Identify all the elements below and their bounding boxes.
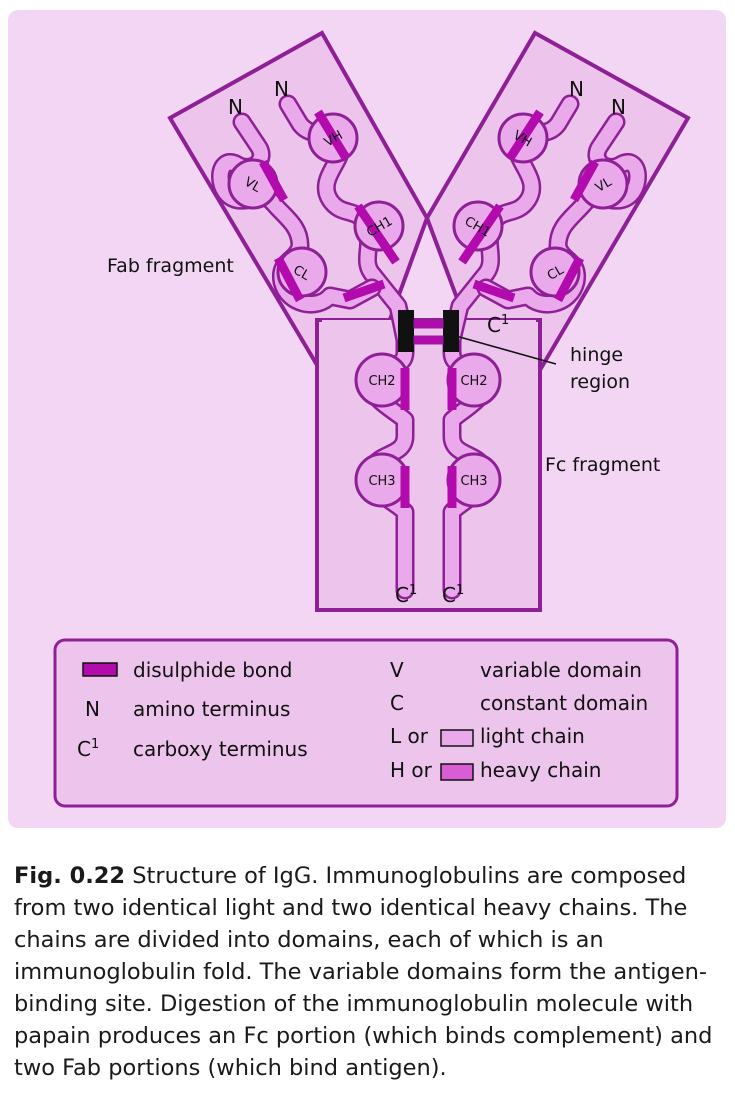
legend-c-symbol: C1 [77, 737, 99, 761]
legend-light-text: light chain [480, 724, 585, 748]
n-terminus-light-right: N [611, 95, 626, 119]
legend-c2-symbol: C [390, 691, 404, 715]
caption-text: Structure of IgG. Immunoglobulins are co… [14, 863, 713, 1081]
legend-swatch-heavy [440, 763, 474, 781]
figure-caption: Fig. 0.22 Structure of IgG. Immunoglobul… [14, 860, 726, 1084]
legend-h-or: H or [390, 758, 433, 782]
legend-box [53, 638, 679, 808]
domain-label-ch2-right: CH2 [460, 374, 487, 389]
legend-n-symbol: N [85, 697, 100, 721]
c-terminus-heavy-right: C1 [442, 583, 464, 607]
n-terminus-heavy-left: N [274, 77, 289, 101]
domain-label-cl-right: CL [545, 262, 567, 284]
hinge-region [398, 310, 557, 365]
caption-label: Fig. 0.22 [14, 863, 126, 889]
fc-fragment-label: Fc fragment [545, 454, 660, 476]
legend-constant-text: constant domain [480, 691, 648, 715]
legend-amino-text: amino terminus [133, 697, 290, 721]
c-terminus-heavy-left: C1 [395, 583, 417, 607]
domain-label-ch3-right: CH3 [460, 474, 487, 489]
legend-heavy-text: heavy chain [480, 758, 601, 782]
domain-label-vl-right: VL [593, 174, 615, 195]
legend-v-symbol: V [390, 658, 404, 682]
domain-label-vl-left: VL [242, 175, 264, 196]
legend-l-or: L or [390, 724, 429, 748]
domain-label-ch2-left: CH2 [368, 374, 395, 389]
domain-label-ch3-left: CH3 [368, 474, 395, 489]
c-terminus-light-right: C1 [487, 313, 509, 337]
legend-carboxy-text: carboxy terminus [133, 737, 308, 761]
legend-swatch-disulphide [82, 662, 118, 677]
domain-label-cl-left: CL [290, 263, 312, 285]
n-terminus-light-left: N [228, 95, 243, 119]
hinge-label-line1: hinge [570, 344, 623, 366]
n-terminus-heavy-right: N [569, 77, 584, 101]
legend-disulphide-text: disulphide bond [133, 658, 293, 682]
disulphide-bonds [259, 109, 599, 508]
legend-variable-text: variable domain [480, 658, 642, 682]
fab-fragment-label: Fab fragment [107, 255, 234, 277]
hinge-label-line2: region [570, 371, 630, 393]
legend-swatch-light [440, 729, 474, 747]
